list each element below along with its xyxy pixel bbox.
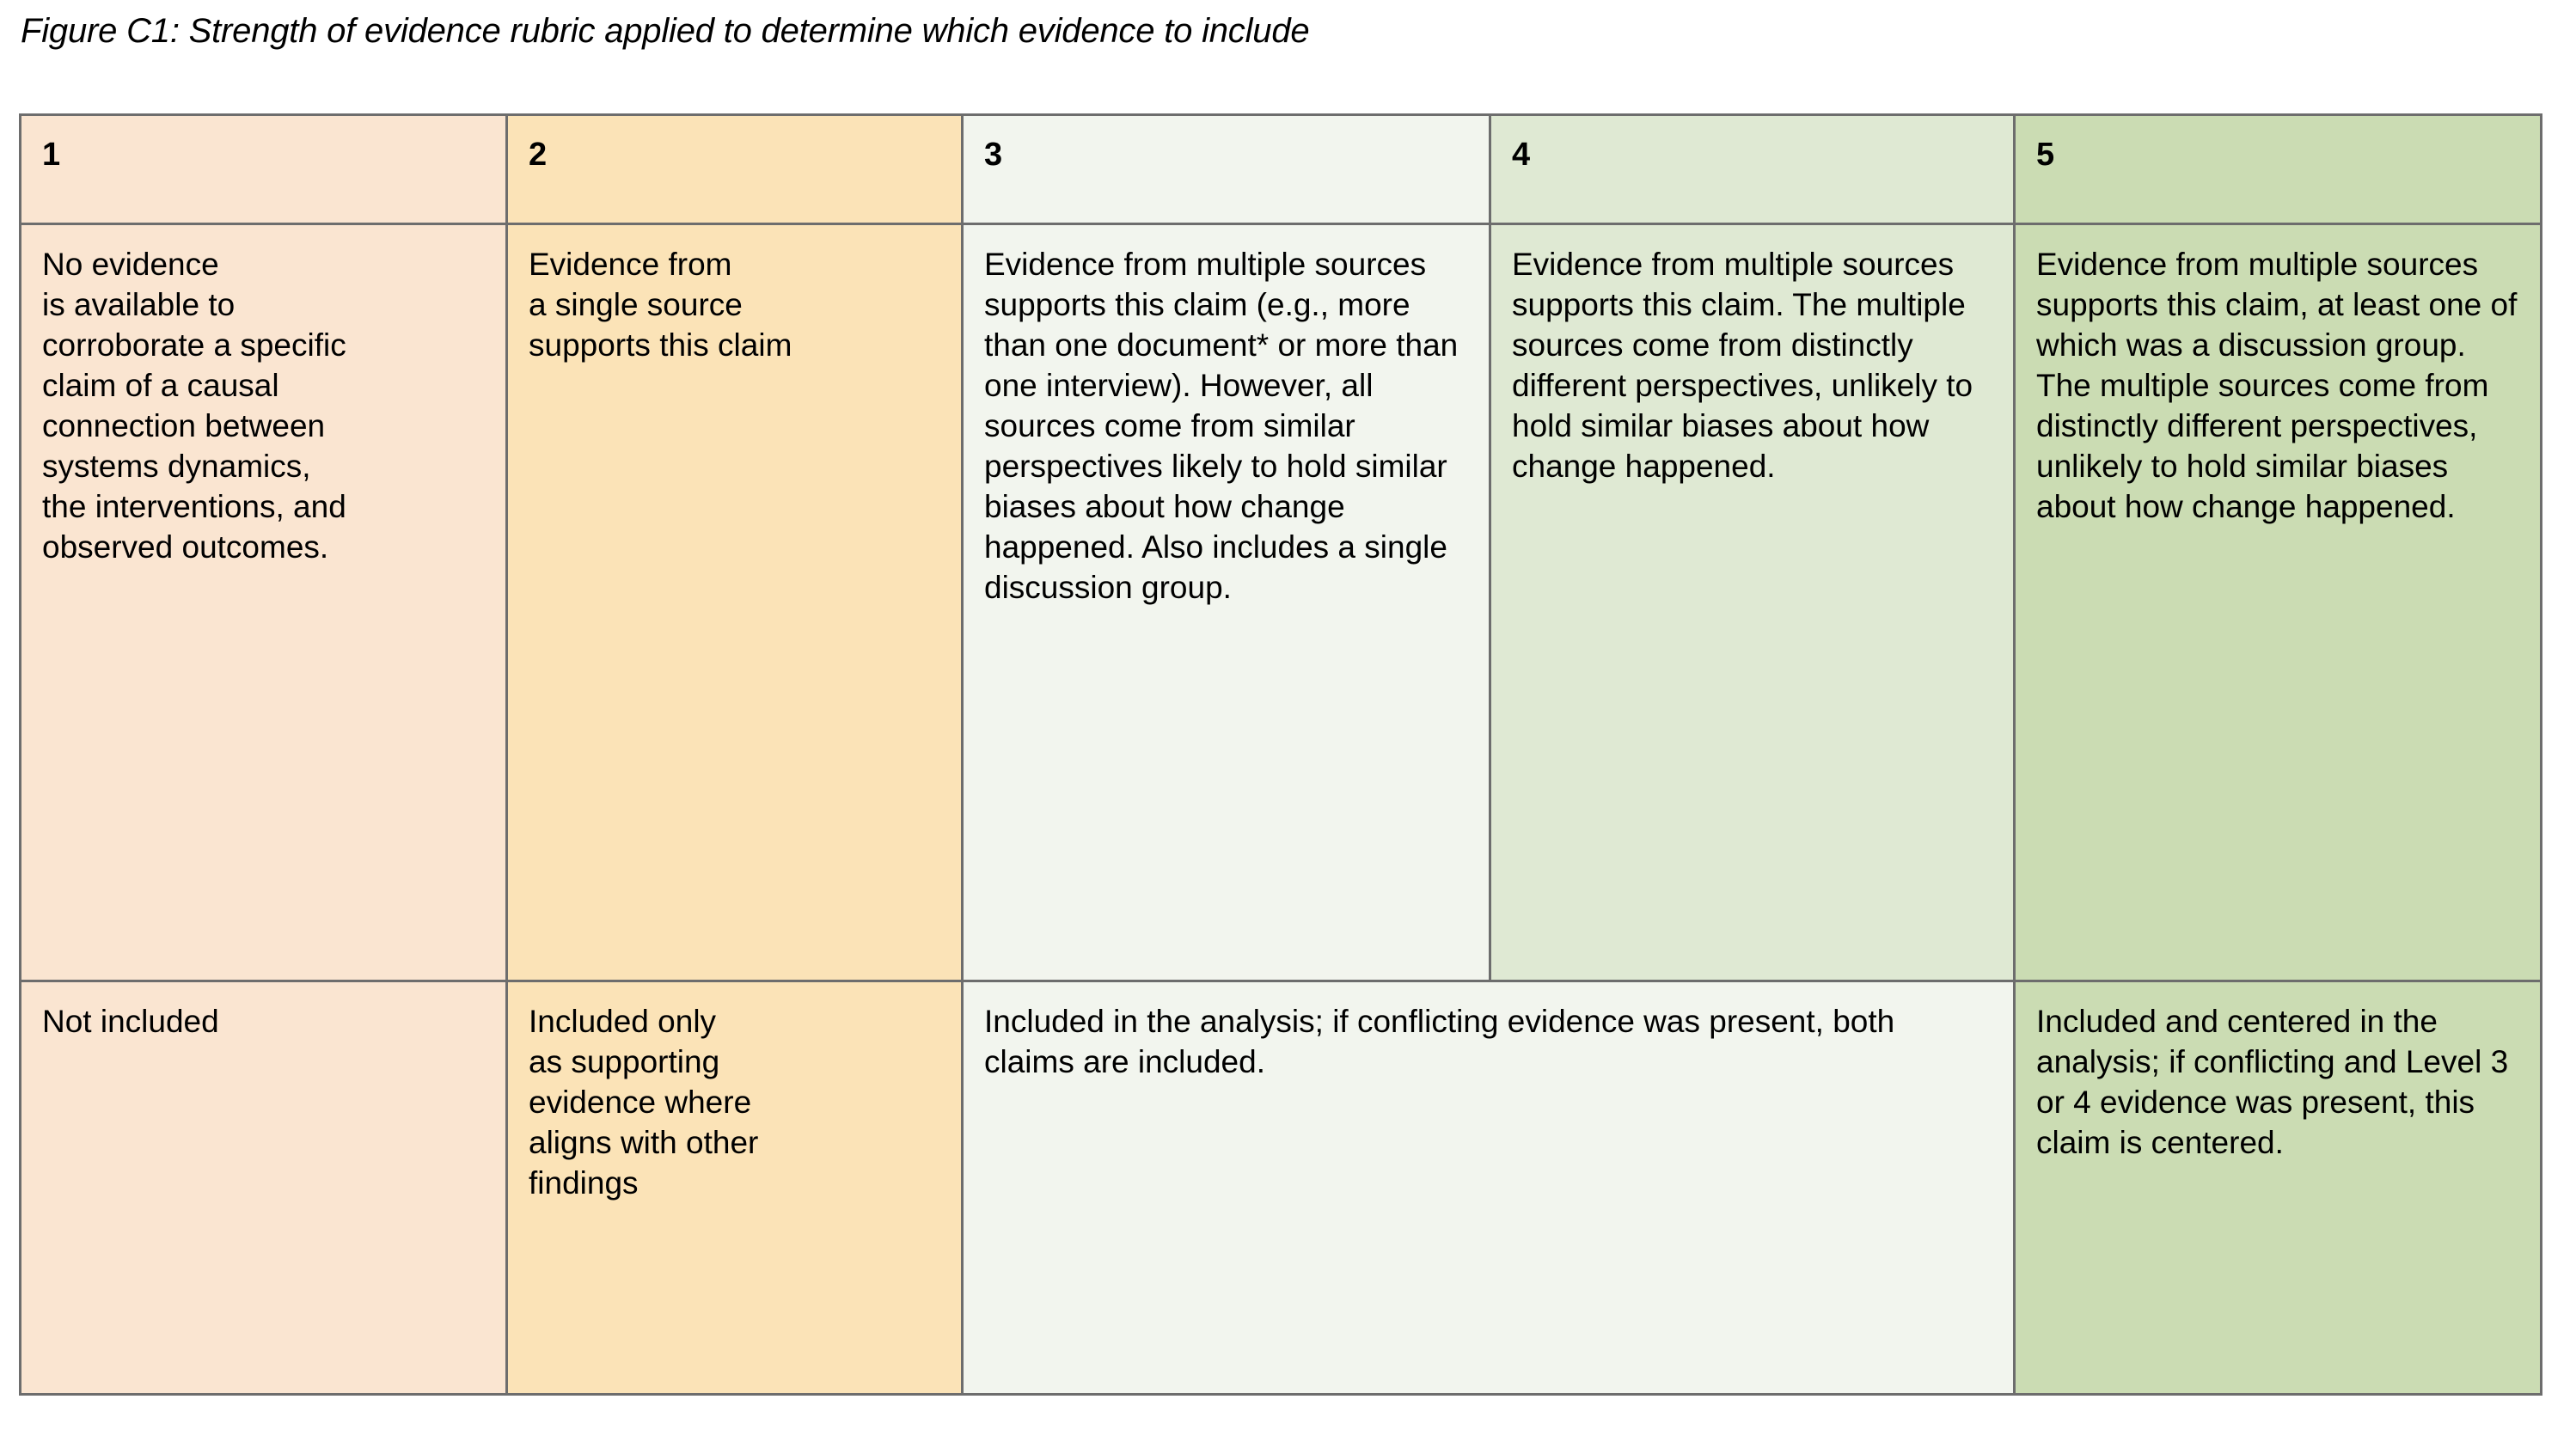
header-level-3: 3 [961,113,1491,225]
strength-of-evidence-rubric-table: 1 2 3 4 5 No evidence is available to co… [19,113,2542,1396]
inclusion-rule-level-5: Included and centered in the analysis; i… [2013,980,2542,1396]
table-header-row: 1 2 3 4 5 [19,113,2542,225]
header-level-4: 4 [1489,113,2016,225]
inclusion-rule-level-3-4: Included in the analysis; if conflicting… [961,980,2016,1396]
figure-title: Figure C1: Strength of evidence rubric a… [21,12,1310,50]
evidence-description-level-4: Evidence from multiple sources supports … [1489,223,2016,982]
table-row: Not included Included only as supporting… [19,980,2542,1396]
table-row: No evidence is available to corroborate … [19,223,2542,982]
inclusion-rule-level-1: Not included [19,980,508,1396]
header-level-1: 1 [19,113,508,225]
evidence-description-level-1: No evidence is available to corroborate … [19,223,508,982]
header-level-5: 5 [2013,113,2542,225]
header-level-2: 2 [505,113,964,225]
inclusion-rule-level-2: Included only as supporting evidence whe… [505,980,964,1396]
evidence-description-level-3: Evidence from multiple sources supports … [961,223,1491,982]
evidence-description-level-5: Evidence from multiple sources supports … [2013,223,2542,982]
evidence-description-level-2: Evidence from a single source supports t… [505,223,964,982]
